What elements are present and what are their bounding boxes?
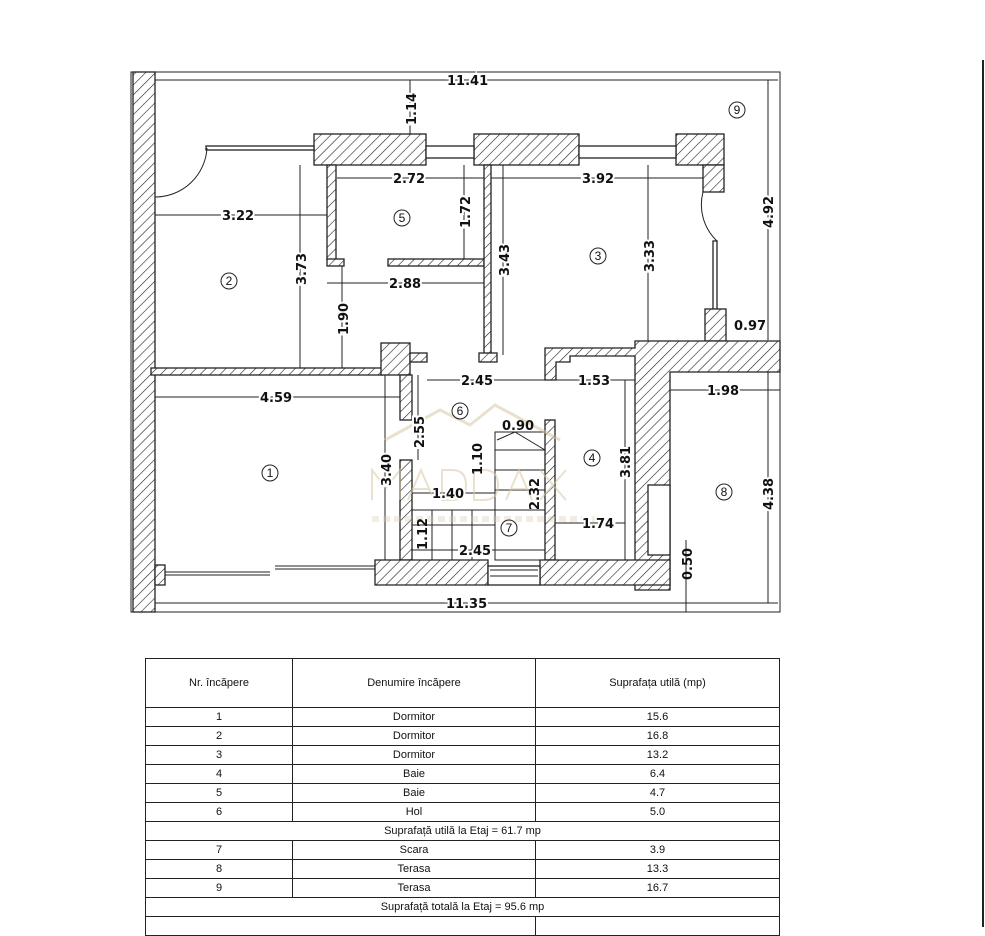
dim-label: 0.97 [734,319,766,334]
cell-name: Dormitor [292,707,536,727]
room-number-5: 5 [399,211,406,225]
dim-label: 1.14 [405,93,420,125]
cell-area: 6.4 [535,764,780,784]
cell-nr: 9 [145,878,293,898]
cell-nr: 4 [145,764,293,784]
total-text: Suprafață totală la Etaj = 95.6 mp [145,897,780,917]
room-number-8: 8 [721,485,728,499]
dim-label: 1.74 [582,517,614,532]
cell-area: 13.2 [535,745,780,765]
cell-nr: 6 [145,802,293,822]
cell-area: 3.9 [535,840,780,860]
dim-label: 3.33 [643,240,658,272]
header-name: Denumire încăpere [292,658,536,708]
empty-cell [535,916,780,936]
dim-label: 4.92 [762,196,777,228]
dim-label: 3.43 [498,244,513,276]
cell-name: Hol [292,802,536,822]
subtotal-row: Suprafață utilă la Etaj = 61.7 mp [145,821,780,841]
header-nr: Nr. încăpere [145,658,293,708]
cell-nr: 1 [145,707,293,727]
dim-label: 1.90 [337,303,352,335]
dim-label: 1.10 [471,443,486,475]
dim-label: 0.50 [681,548,696,580]
table-header: Nr. încăpere Denumire încăpere Suprafața… [145,658,780,708]
empty-cell [145,916,536,936]
total-row: Suprafață totală la Etaj = 95.6 mp [145,897,780,917]
table-row-partial [145,916,780,936]
cell-name: Dormitor [292,726,536,746]
cell-area: 13.3 [535,859,780,879]
room-number-6: 6 [457,404,464,418]
dim-label: 2.88 [389,277,421,292]
dim-label: 3.22 [222,209,254,224]
cell-nr: 8 [145,859,293,879]
room-number-4: 4 [589,451,596,465]
room-number-2: 2 [226,274,233,288]
walls [130,71,781,613]
room-number-1: 1 [267,466,274,480]
cell-name: Terasa [292,878,536,898]
dim-label: 4.38 [762,478,777,510]
cell-nr: 5 [145,783,293,803]
dim-label: 1.12 [416,518,431,550]
dim-label: 1.72 [459,196,474,228]
dim-label: 4.59 [260,391,292,406]
subtotal-text: Suprafață utilă la Etaj = 61.7 mp [145,821,780,841]
dim-label: 3.40 [380,454,395,486]
cell-nr: 7 [145,840,293,860]
dim-label: 1.98 [707,384,739,399]
page-edge-line [982,60,984,927]
room-number-3: 3 [595,249,602,263]
cell-area: 15.6 [535,707,780,727]
dim-label: 0.90 [502,419,534,434]
dim-label: 2.45 [459,544,491,559]
floor-plan: 11.41 1.14 2.72 3.92 4.92 3.22 1.72 3.73… [130,71,781,614]
cell-area: 16.8 [535,726,780,746]
dim-label: 2.32 [528,478,543,510]
cell-name: Baie [292,764,536,784]
room-area-table: Nr. încăpere Denumire încăpere Suprafața… [145,658,780,936]
cell-nr: 3 [145,745,293,765]
cell-nr: 2 [145,726,293,746]
cell-area: 16.7 [535,878,780,898]
dim-label: 3.73 [295,253,310,285]
cell-name: Dormitor [292,745,536,765]
plan-lines [154,79,780,612]
dim-label: 11.41 [447,74,488,89]
room-number-circles [220,101,746,537]
dim-label: 1.53 [578,374,610,389]
room-number-7: 7 [506,521,513,535]
cell-name: Baie [292,783,536,803]
room-number-9: 9 [734,103,741,117]
watermark-logo [371,403,600,522]
cell-area: 4.7 [535,783,780,803]
dim-label: 2.72 [393,172,425,187]
cell-name: Terasa [292,859,536,879]
cell-name: Scara [292,840,536,860]
dim-label: 2.45 [461,374,493,389]
dim-label: 3.92 [582,172,614,187]
dim-label: 2.55 [413,416,428,448]
dimension-labels: 11.41 1.14 2.72 3.92 4.92 3.22 1.72 3.73… [220,72,779,614]
dim-label: 1.40 [432,487,464,502]
header-area: Suprafața utilă (mp) [535,658,780,708]
dim-label: 11.35 [446,597,487,612]
room-numbers: 1 2 3 4 5 6 7 8 9 [226,103,741,535]
cell-area: 5.0 [535,802,780,822]
dim-label: 3.81 [619,446,634,478]
